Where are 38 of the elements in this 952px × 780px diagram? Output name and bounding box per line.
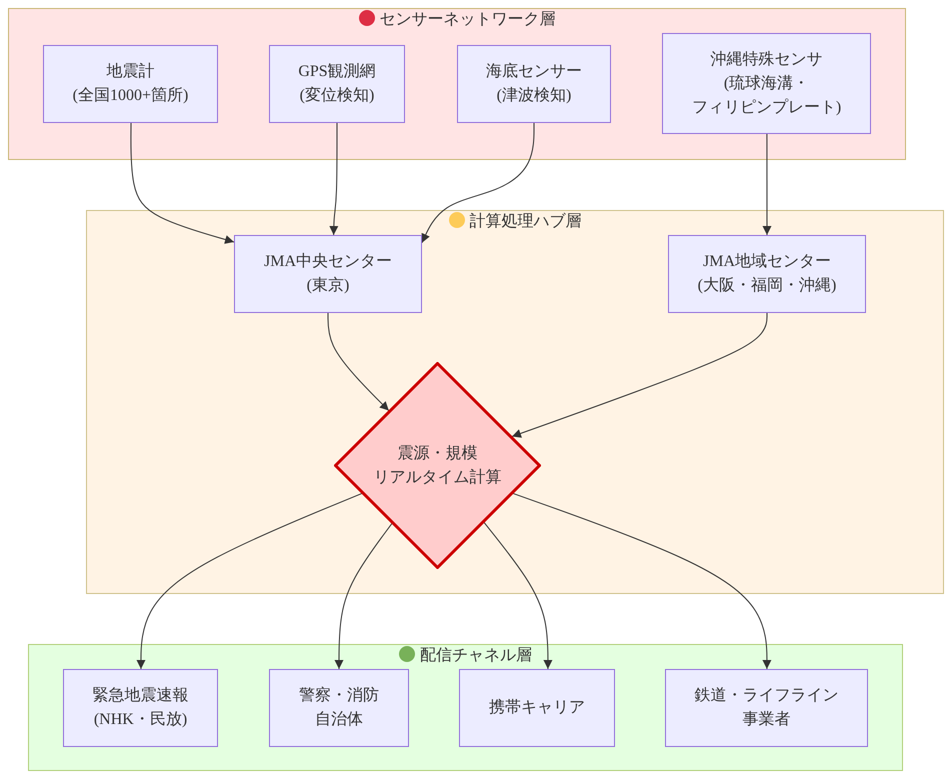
process-box [459, 669, 615, 747]
node-label: GPS観測網(変位検知) [298, 62, 376, 106]
process-box [457, 45, 611, 123]
decision-diamond [334, 362, 541, 569]
layer-panel [28, 644, 903, 771]
process-box [269, 45, 405, 123]
node-label: 緊急地震速報(NHK・民放) [92, 686, 188, 730]
node-label: 警察・消防自治体 [299, 686, 379, 730]
process-box [234, 235, 422, 313]
layer-title: 配信チャネル層 [420, 646, 532, 666]
node-label: 鉄道・ライフライン事業者 [694, 686, 838, 730]
arrow [484, 522, 552, 670]
arrow [130, 122, 234, 244]
arrow [512, 312, 768, 438]
process-box [662, 33, 871, 134]
node-label: 海底センサー(津波検知) [486, 62, 582, 106]
process-box [63, 669, 218, 747]
process-box [668, 235, 866, 313]
node-label: 震源・規模リアルタイム計算 [374, 444, 502, 488]
layer-panel [8, 8, 906, 160]
arrow [512, 492, 772, 670]
arrow [136, 492, 362, 670]
layer-title: 計算処理ハブ層 [470, 212, 582, 232]
arrow [328, 312, 390, 412]
node-label: 地震計(全国1000+箇所) [72, 62, 188, 106]
process-box [665, 669, 868, 747]
arrow [329, 122, 338, 236]
process-box [269, 669, 409, 747]
arrow [422, 122, 534, 244]
layer-panel [86, 210, 944, 594]
node-label: JMA中央センター(東京) [264, 252, 392, 296]
node-label: 携帯キャリア [489, 698, 585, 718]
arrow [334, 522, 392, 670]
process-box [43, 45, 218, 123]
node-label: 沖縄特殊センサ(琉球海溝・フィリピンプレート) [692, 50, 842, 118]
layer-title: センサーネットワーク層 [380, 10, 556, 30]
arrow [762, 134, 772, 236]
node-label: JMA地域センター(大阪・福岡・沖縄) [698, 252, 836, 296]
